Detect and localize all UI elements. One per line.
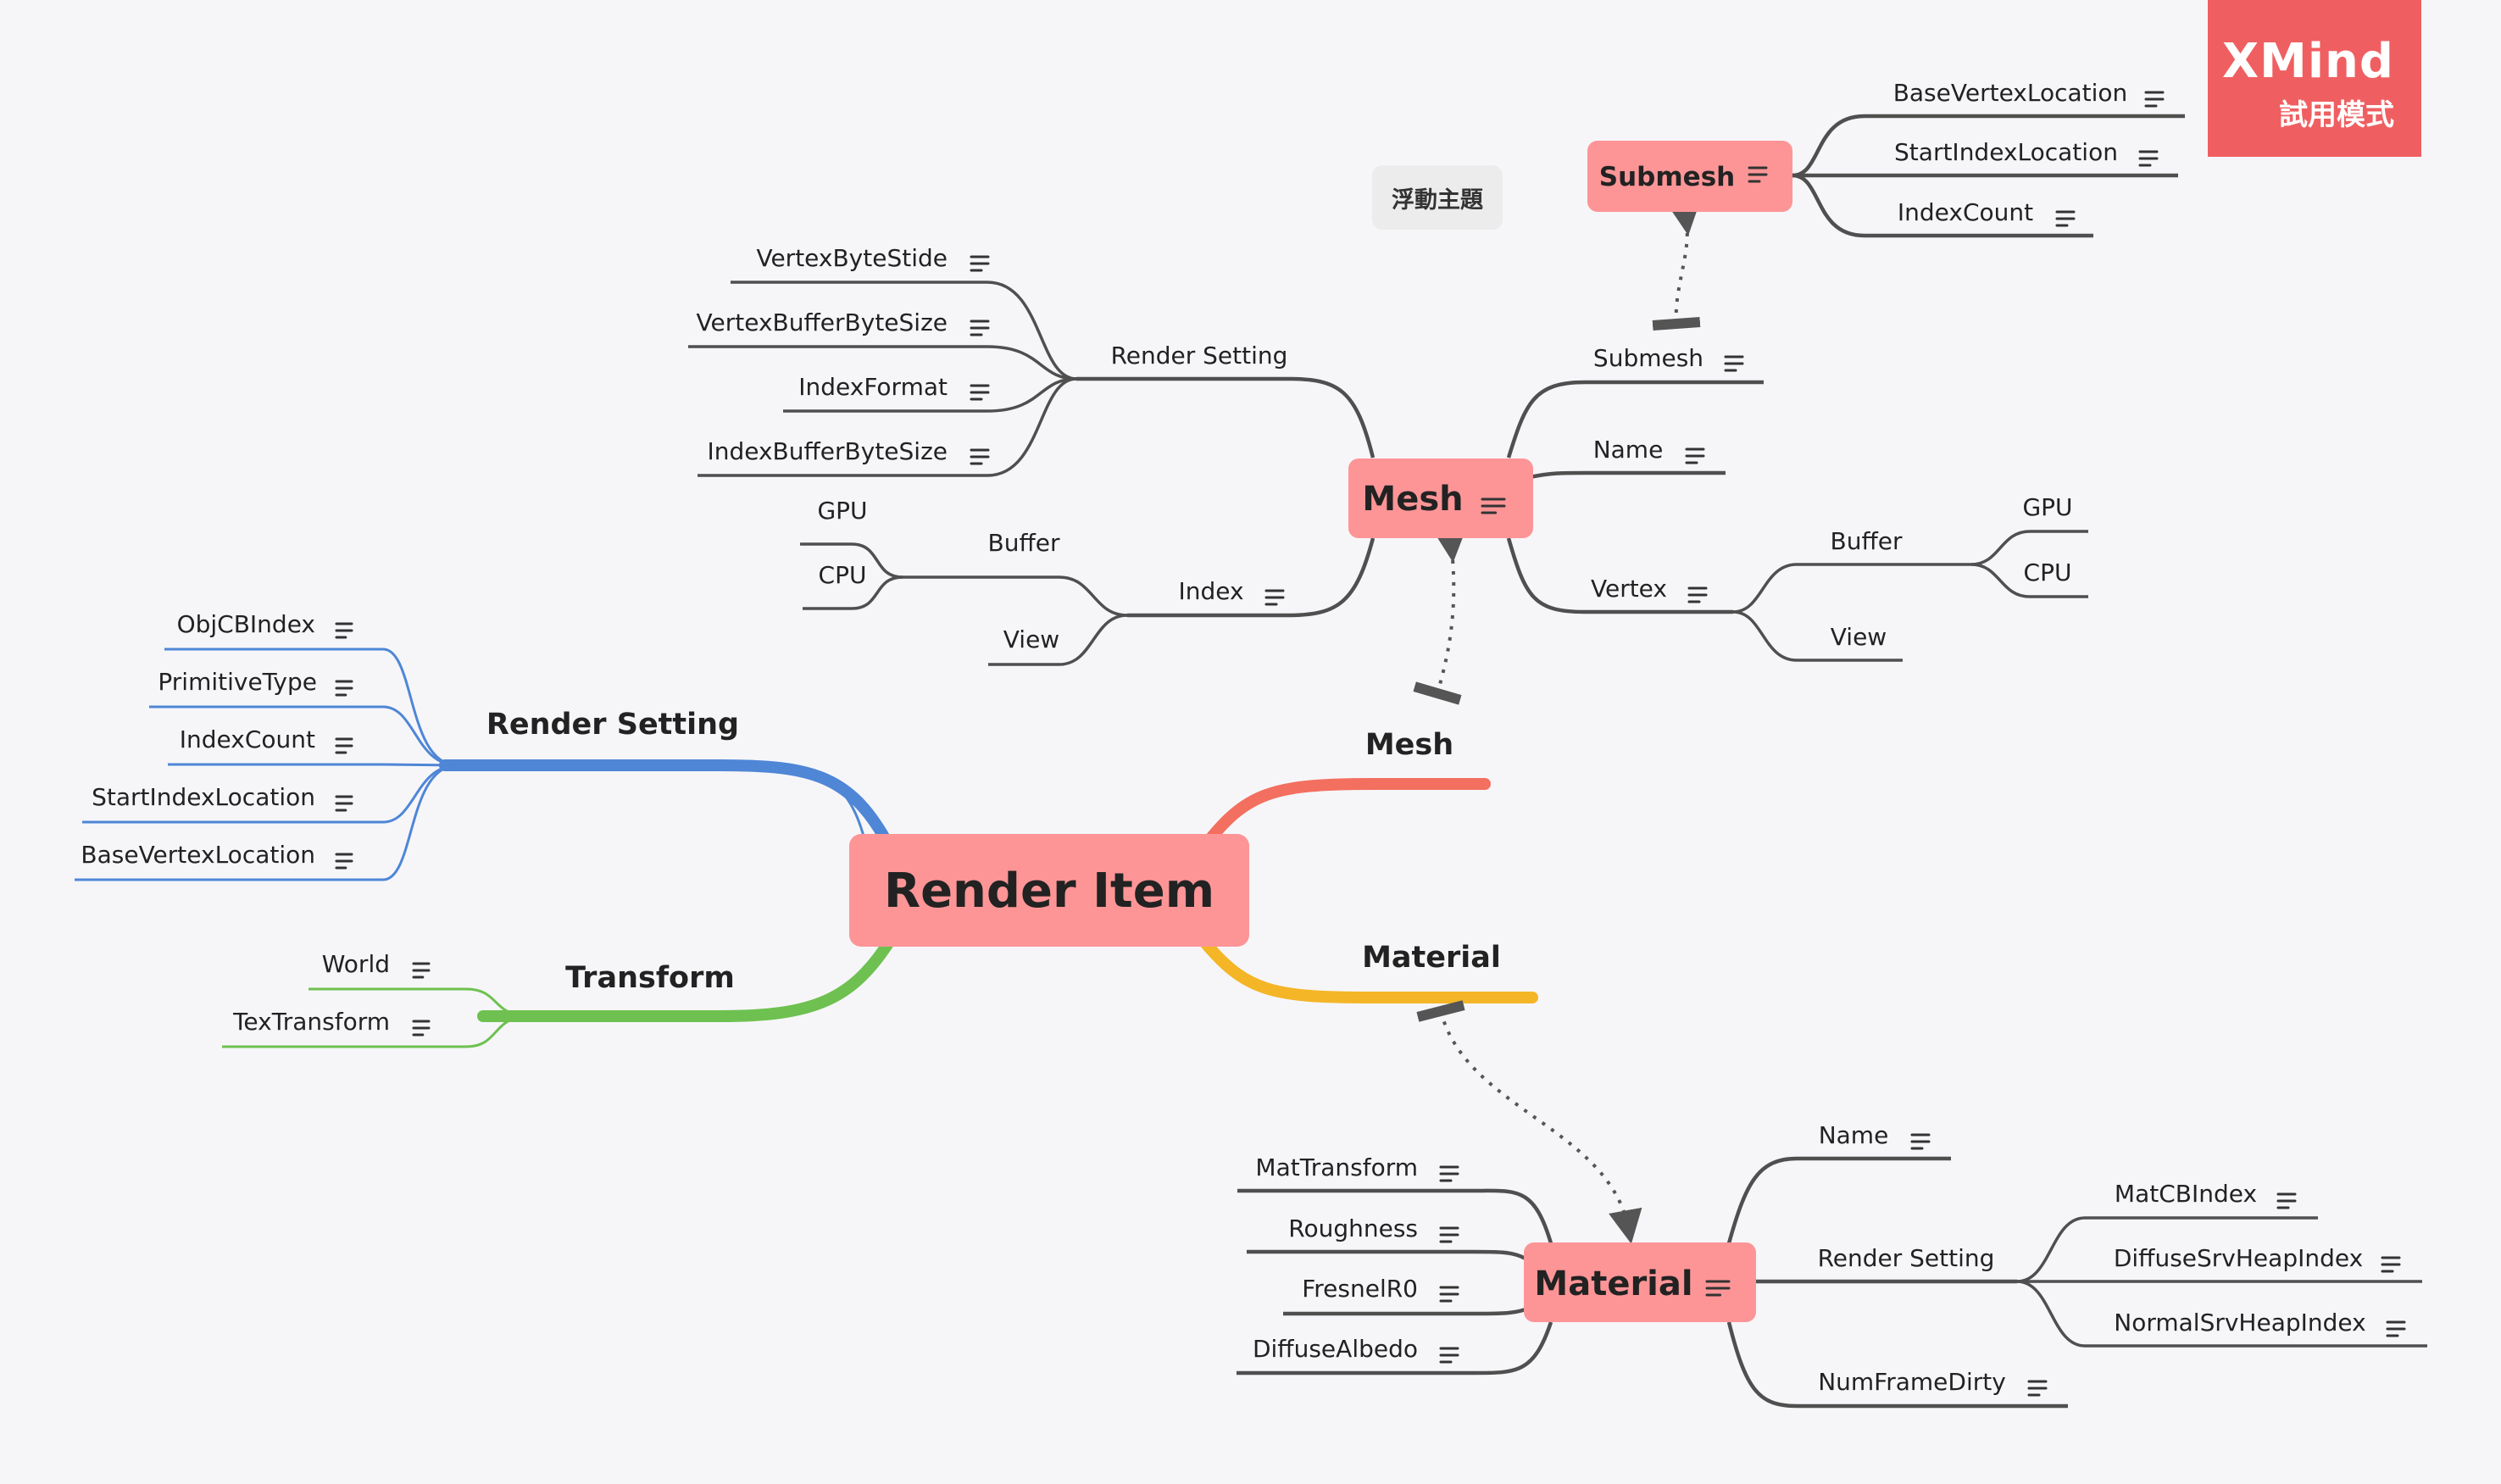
render-setting-connectors xyxy=(75,648,459,881)
item-vertexbufferbytesize[interactable]: VertexBufferByteSize xyxy=(697,308,948,336)
vertex-buffer-cpu[interactable]: CPU xyxy=(2024,559,2072,586)
item-primitivetype[interactable]: PrimitiveType xyxy=(158,668,317,696)
note-icon[interactable] xyxy=(335,680,353,697)
item-diffusealbedo[interactable]: DiffuseAlbedo xyxy=(1253,1335,1418,1363)
index-buffer-cpu[interactable]: CPU xyxy=(819,561,867,589)
xmind-logo: XMind xyxy=(2221,34,2394,89)
note-icons xyxy=(335,91,2406,1397)
item-submesh-indexcount[interactable]: IndexCount xyxy=(1898,198,2033,226)
note-icon[interactable] xyxy=(2144,91,2165,108)
branch-material[interactable]: Material xyxy=(1362,941,1501,975)
vertex-buffer-gpu[interactable]: GPU xyxy=(2022,493,2072,521)
submesh-topic-label[interactable]: Submesh xyxy=(1599,162,1735,192)
mesh-connectors xyxy=(688,281,2088,666)
note-icon[interactable] xyxy=(970,448,990,465)
note-icon[interactable] xyxy=(1748,166,1768,183)
note-icon[interactable] xyxy=(335,795,353,812)
material-render-setting[interactable]: Render Setting xyxy=(1818,1244,1995,1272)
mesh-vertex[interactable]: Vertex xyxy=(1591,575,1667,603)
trial-mode-label: 試用模式 xyxy=(2279,98,2394,132)
note-icon[interactable] xyxy=(2276,1192,2297,1209)
item-fresnelr0[interactable]: FresnelR0 xyxy=(1302,1275,1418,1303)
central-topic[interactable]: Render Item xyxy=(884,864,1214,919)
link-material xyxy=(1416,1000,1642,1244)
relationship-links xyxy=(1413,199,1701,1244)
note-icon[interactable] xyxy=(412,962,431,979)
item-mattransform[interactable]: MatTransform xyxy=(1255,1153,1418,1181)
xmind-trial-badge[interactable]: XMind 試用模式 xyxy=(2208,0,2421,157)
note-icon[interactable] xyxy=(2055,210,2076,227)
submesh-topic-box[interactable] xyxy=(1587,141,1792,212)
note-icon[interactable] xyxy=(1481,497,1506,514)
item-diffusesrvheapindex[interactable]: DiffuseSrvHeapIndex xyxy=(2114,1244,2363,1272)
central-branches xyxy=(439,759,1538,1022)
mesh-topic-label[interactable]: Mesh xyxy=(1362,480,1463,519)
branch-line-material xyxy=(1198,935,1538,1003)
material-name[interactable]: Name xyxy=(1819,1121,1889,1149)
central-topic-box[interactable] xyxy=(849,834,1249,947)
note-icon[interactable] xyxy=(335,737,353,754)
branch-line-mesh xyxy=(1198,778,1491,853)
material-topic-box[interactable] xyxy=(1524,1242,1756,1322)
transform-connectors xyxy=(222,987,531,1048)
branch-render-setting[interactable]: Render Setting xyxy=(486,708,739,742)
note-icon[interactable] xyxy=(1439,1165,1459,1182)
item-submesh-startindexlocation[interactable]: StartIndexLocation xyxy=(1894,138,2118,166)
note-icon[interactable] xyxy=(1910,1133,1931,1150)
note-icon[interactable] xyxy=(1685,447,1705,464)
item-objcbindex[interactable]: ObjCBIndex xyxy=(177,610,315,638)
item-startindexlocation[interactable]: StartIndexLocation xyxy=(92,783,315,811)
submesh-connectors xyxy=(1792,114,2185,238)
mesh-name[interactable]: Name xyxy=(1593,436,1664,464)
note-icon[interactable] xyxy=(1705,1280,1731,1297)
note-icon[interactable] xyxy=(335,853,353,870)
mesh-index[interactable]: Index xyxy=(1178,577,1243,605)
material-numframedirty[interactable]: NumFrameDirty xyxy=(1818,1368,2006,1396)
index-buffer-gpu[interactable]: GPU xyxy=(817,497,867,525)
note-icon[interactable] xyxy=(1439,1286,1459,1303)
note-icon[interactable] xyxy=(2381,1256,2401,1273)
item-roughness[interactable]: Roughness xyxy=(1288,1214,1418,1242)
item-indexformat[interactable]: IndexFormat xyxy=(798,373,948,401)
floating-topic[interactable]: 浮動主題 xyxy=(1372,165,1503,230)
item-indexbufferbytesize[interactable]: IndexBufferByteSize xyxy=(707,437,948,465)
material-topic-label[interactable]: Material xyxy=(1534,1264,1692,1303)
vertex-view[interactable]: View xyxy=(1831,623,1887,651)
note-icon[interactable] xyxy=(970,320,990,336)
link-submesh xyxy=(1652,199,1701,331)
note-icon[interactable] xyxy=(1439,1226,1459,1243)
item-textransform[interactable]: TexTransform xyxy=(232,1008,390,1036)
item-submesh-basevertexlocation[interactable]: BaseVertexLocation xyxy=(1893,79,2128,107)
item-indexcount[interactable]: IndexCount xyxy=(180,725,315,753)
branch-line-transform xyxy=(477,935,896,1022)
index-view[interactable]: View xyxy=(1003,625,1059,653)
item-normalsrvheapindex[interactable]: NormalSrvHeapIndex xyxy=(2114,1309,2365,1337)
mesh-topic-box[interactable] xyxy=(1348,459,1533,538)
item-world[interactable]: World xyxy=(322,950,390,978)
note-icon[interactable] xyxy=(2138,150,2159,167)
note-icon[interactable] xyxy=(970,255,990,272)
item-basevertexlocation[interactable]: BaseVertexLocation xyxy=(81,841,315,869)
note-icon[interactable] xyxy=(1439,1347,1459,1364)
item-matcbindex[interactable]: MatCBIndex xyxy=(2115,1180,2257,1208)
branch-mesh[interactable]: Mesh xyxy=(1365,728,1453,762)
mesh-render-setting[interactable]: Render Setting xyxy=(1111,342,1288,370)
item-vertexbytestide[interactable]: VertexByteStide xyxy=(756,244,948,272)
note-icon[interactable] xyxy=(1264,589,1285,606)
note-icon[interactable] xyxy=(2386,1320,2406,1337)
note-icon[interactable] xyxy=(970,384,990,401)
branch-transform[interactable]: Transform xyxy=(565,961,735,995)
note-icon[interactable] xyxy=(1724,355,1744,372)
note-icon[interactable] xyxy=(335,622,353,639)
topic-boxes xyxy=(849,141,1792,1322)
note-icon[interactable] xyxy=(412,1020,431,1037)
index-buffer[interactable]: Buffer xyxy=(988,529,1060,557)
note-icon[interactable] xyxy=(1687,586,1708,603)
link-mesh xyxy=(1413,527,1467,705)
vertex-buffer[interactable]: Buffer xyxy=(1831,527,1903,555)
mesh-submesh[interactable]: Submesh xyxy=(1593,344,1703,372)
note-icon[interactable] xyxy=(2027,1380,2048,1397)
